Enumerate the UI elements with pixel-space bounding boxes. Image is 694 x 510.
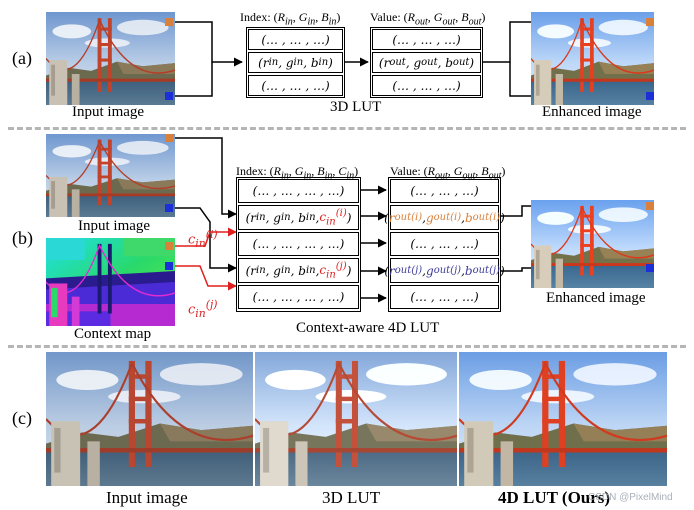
separator-1	[8, 127, 686, 130]
blue-marker-a-out	[646, 92, 654, 100]
value-header-a: Value: (Rout, Gout, Bout)	[370, 10, 486, 28]
blue-marker-b-out	[646, 264, 654, 272]
input-image-a	[46, 12, 175, 105]
panel-label-a: (a)	[12, 48, 32, 68]
watermark: CSDN @PixelMind	[588, 492, 673, 503]
caption-context-map: Context map	[74, 326, 152, 342]
index-row-b-5: (… , … , … , …)	[238, 285, 359, 309]
value-row-a-3: (… , … , …)	[372, 75, 481, 96]
index-row-b-3: (… , … , … , …)	[238, 232, 359, 256]
enhanced-image-a	[531, 12, 654, 105]
arrow-b-orange-in	[172, 137, 237, 219]
blue-marker-context	[165, 262, 173, 270]
arrow-b-context-j	[172, 265, 237, 291]
caption-comparison-3d: 3D LUT	[322, 488, 381, 507]
context-label-i: cin(i)	[188, 228, 218, 250]
caption-input-b: Input image	[78, 218, 151, 234]
blue-marker-b	[165, 204, 173, 212]
orange-marker-b-out	[646, 202, 654, 210]
index-row-b-1: (… , … , … , …)	[238, 179, 359, 203]
arrow-a-orange-in	[172, 21, 243, 67]
orange-marker-a	[165, 18, 173, 26]
index-header-b: Index: (Rin, Gin, Bin, Cin)	[236, 164, 359, 182]
comparison-4d-lut-image	[459, 352, 667, 486]
input-image-b	[46, 134, 175, 217]
orange-marker-a-out	[646, 18, 654, 26]
index-header-a: Index: (Rin, Gin, Bin)	[240, 10, 341, 28]
caption-3d-lut: 3D LUT	[330, 99, 382, 115]
caption-comparison-4d: 4D LUT (Ours)	[498, 488, 611, 507]
index-row-a-1: (… , … , …)	[248, 29, 343, 50]
panel-label-b: (b)	[12, 228, 33, 248]
caption-enhanced-b: Enhanced image	[546, 290, 646, 306]
caption-input-a: Input image	[72, 104, 145, 120]
comparison-3d-lut-image	[255, 352, 457, 486]
value-row-b-5: (… , … , …)	[390, 285, 499, 309]
caption-4d-lut: Context-aware 4D LUT	[296, 320, 440, 336]
separator-2	[8, 345, 686, 348]
panel-label-c: (c)	[12, 408, 32, 428]
value-header-b: Value: (Rout, Gout, Bout)	[390, 164, 506, 182]
arrow-a-blue-in	[172, 62, 213, 97]
arrow-b-blue-in	[172, 207, 237, 273]
orange-marker-context	[165, 242, 173, 250]
caption-comparison-input: Input image	[106, 488, 188, 507]
value-row-b-3: (… , … , …)	[390, 232, 499, 256]
arrow-b-context-i	[172, 227, 237, 247]
blue-marker-a	[165, 92, 173, 100]
orange-marker-b	[165, 134, 173, 142]
value-row-a-1: (… , … , …)	[372, 29, 481, 50]
value-row-b-1: (… , … , …)	[390, 179, 499, 203]
context-label-j: cin(j)	[188, 298, 218, 320]
enhanced-image-b	[531, 200, 654, 288]
caption-enhanced-a: Enhanced image	[542, 104, 642, 120]
comparison-input-image	[46, 352, 253, 486]
index-row-a-3: (… , … , …)	[248, 75, 343, 96]
context-map-image	[46, 238, 175, 326]
